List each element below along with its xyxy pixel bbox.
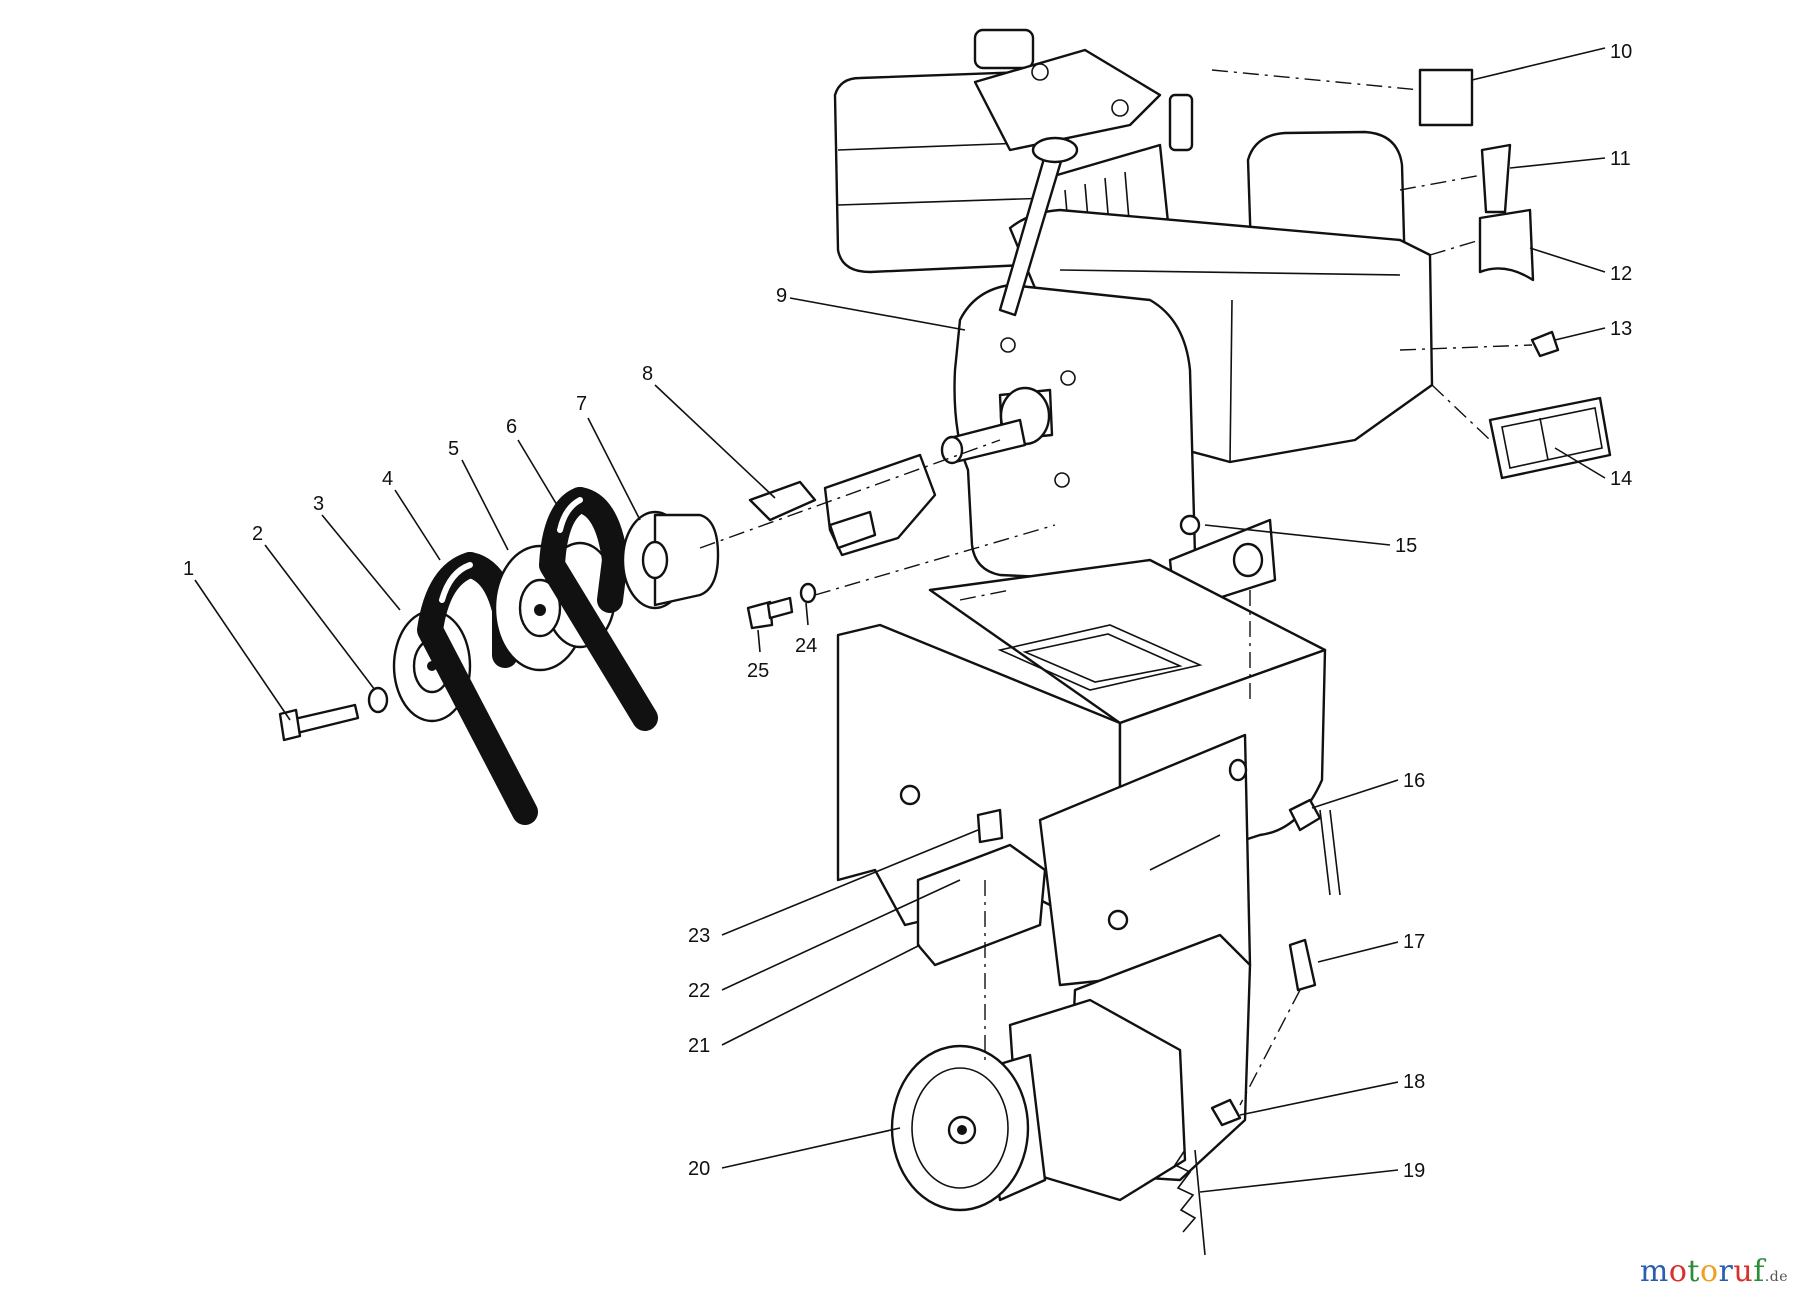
part-label-6: 6 xyxy=(506,416,517,438)
watermark-letter: m xyxy=(1639,1254,1669,1289)
part-label-7: 7 xyxy=(576,393,587,415)
part-labels: 1 2 3 4 5 6 7 8 9 10 11 12 13 14 15 16 1… xyxy=(183,41,1632,1182)
gear-case xyxy=(890,809,1341,1256)
part-label-17: 17 xyxy=(1403,931,1425,953)
part-label-1: 1 xyxy=(183,558,194,580)
bolt-13 xyxy=(1530,330,1560,358)
part-label-18: 18 xyxy=(1403,1071,1425,1093)
part-label-14: 14 xyxy=(1610,468,1632,490)
part-label-9: 9 xyxy=(776,285,787,307)
pulley-assembly xyxy=(278,453,937,825)
watermark-suffix: .de xyxy=(1764,1269,1788,1285)
part-label-8: 8 xyxy=(642,363,653,385)
engine xyxy=(833,28,1434,614)
watermark-letter: t xyxy=(1687,1254,1700,1289)
watermark-letter: o xyxy=(1699,1254,1719,1289)
part-label-16: 16 xyxy=(1403,770,1425,792)
part-label-21: 21 xyxy=(688,1035,710,1057)
part-label-3: 3 xyxy=(313,493,324,515)
part-label-2: 2 xyxy=(252,523,263,545)
part-label-19: 19 xyxy=(1403,1160,1425,1182)
site-watermark: motoruf.de xyxy=(1640,1254,1788,1289)
part-label-22: 22 xyxy=(688,980,710,1002)
part-label-15: 15 xyxy=(1395,535,1417,557)
part-label-10: 10 xyxy=(1610,41,1632,63)
watermark-letter: u xyxy=(1733,1254,1754,1289)
part-label-20: 20 xyxy=(688,1158,710,1180)
part-label-4: 4 xyxy=(382,468,393,490)
watermark-letter: f xyxy=(1753,1254,1765,1289)
part-label-25: 25 xyxy=(747,660,769,682)
washer-24 xyxy=(799,582,817,604)
part-label-24: 24 xyxy=(795,635,817,657)
decal-10 xyxy=(1418,68,1474,127)
centre-lines xyxy=(699,69,1533,1106)
decal-11 xyxy=(1480,143,1512,214)
part-label-11: 11 xyxy=(1610,148,1631,170)
part-label-12: 12 xyxy=(1610,263,1632,285)
watermark-letter: r xyxy=(1718,1254,1734,1289)
leader-lines xyxy=(194,47,1606,1193)
part-label-13: 13 xyxy=(1610,318,1632,340)
plate-14 xyxy=(1488,396,1612,480)
watermark-letter: o xyxy=(1668,1254,1688,1289)
mounting-frame xyxy=(836,558,1327,987)
part-label-23: 23 xyxy=(688,925,710,947)
decal-12 xyxy=(1478,208,1535,282)
bolt-25 xyxy=(746,596,794,630)
part-label-5: 5 xyxy=(448,438,459,460)
